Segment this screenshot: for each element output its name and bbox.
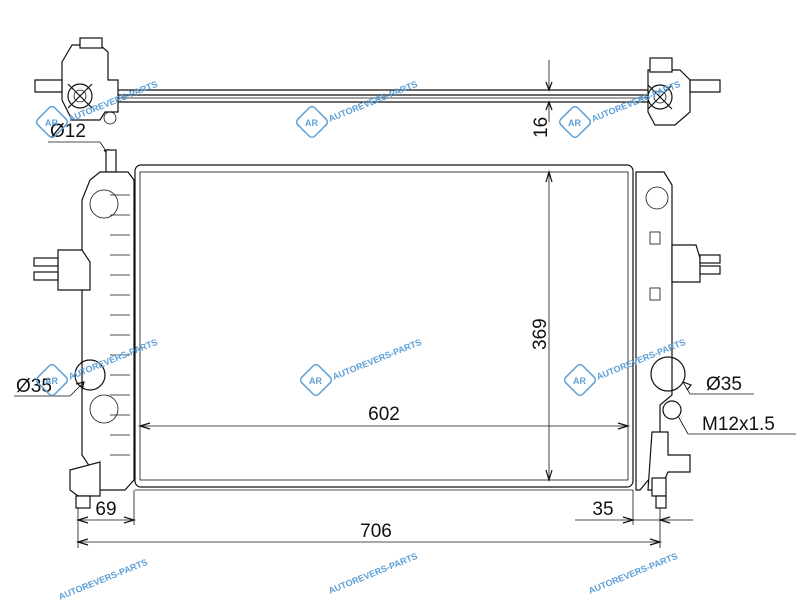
dimension-d35-left-label: Ø35 xyxy=(16,376,52,397)
right-tank xyxy=(635,171,721,509)
watermark-4: AR AUTOREVERS-PARTS xyxy=(299,337,423,397)
dimension-602: 602 xyxy=(137,404,631,430)
watermark-text: AUTOREVERS-PARTS xyxy=(57,557,149,600)
dimension-d35-right-label: Ø35 xyxy=(706,374,742,395)
watermark-text: AUTOREVERS-PARTS xyxy=(327,79,419,124)
watermark-logo: AR xyxy=(45,118,58,128)
watermark-text: AUTOREVERS-PARTS xyxy=(327,551,419,596)
dimension-16: 16 xyxy=(531,60,553,138)
dimension-d35-right: Ø35 xyxy=(682,374,754,395)
watermark-text: AUTOREVERS-PARTS xyxy=(331,337,423,382)
extension-lines xyxy=(77,490,661,548)
left-tank xyxy=(33,171,135,509)
dimension-35-bottom-label: 35 xyxy=(592,499,613,520)
watermark-logo: AR xyxy=(573,376,586,386)
dimension-thread: M12x1.5 xyxy=(677,414,796,435)
watermark-1: AR AUTOREVERS-PARTS xyxy=(295,79,419,139)
dimension-69: 69 xyxy=(75,499,137,524)
watermark-logo: AR xyxy=(568,118,581,128)
watermark-text: AUTOREVERS-PARTS xyxy=(587,551,679,596)
dimension-369-label: 369 xyxy=(530,318,551,350)
dimension-706-label: 706 xyxy=(360,521,392,542)
dimension-602-label: 602 xyxy=(368,404,400,425)
dimension-706: 706 xyxy=(75,521,663,546)
dimension-d12-label: Ø12 xyxy=(50,121,86,142)
dimension-369: 369 xyxy=(530,169,553,483)
watermark-logo: AR xyxy=(305,118,318,128)
watermark-logo: AR xyxy=(309,376,322,386)
dimension-thread-label: M12x1.5 xyxy=(702,414,775,435)
watermark-8: AUTOREVERS-PARTS xyxy=(587,551,679,596)
dimension-69-label: 69 xyxy=(95,499,116,520)
top-mounting-bar xyxy=(34,37,721,126)
watermark-7: AUTOREVERS-PARTS xyxy=(327,551,419,596)
watermark-9: AUTOREVERS-PARTS xyxy=(57,557,149,600)
dimension-35-bottom: 35 xyxy=(575,499,693,524)
dimension-d35-left: Ø35 xyxy=(14,376,85,397)
radiator-core xyxy=(134,164,634,491)
watermark-logo: AR xyxy=(45,376,58,386)
dimension-16-label: 16 xyxy=(531,117,552,138)
dimension-d12: Ø12 xyxy=(48,121,117,173)
